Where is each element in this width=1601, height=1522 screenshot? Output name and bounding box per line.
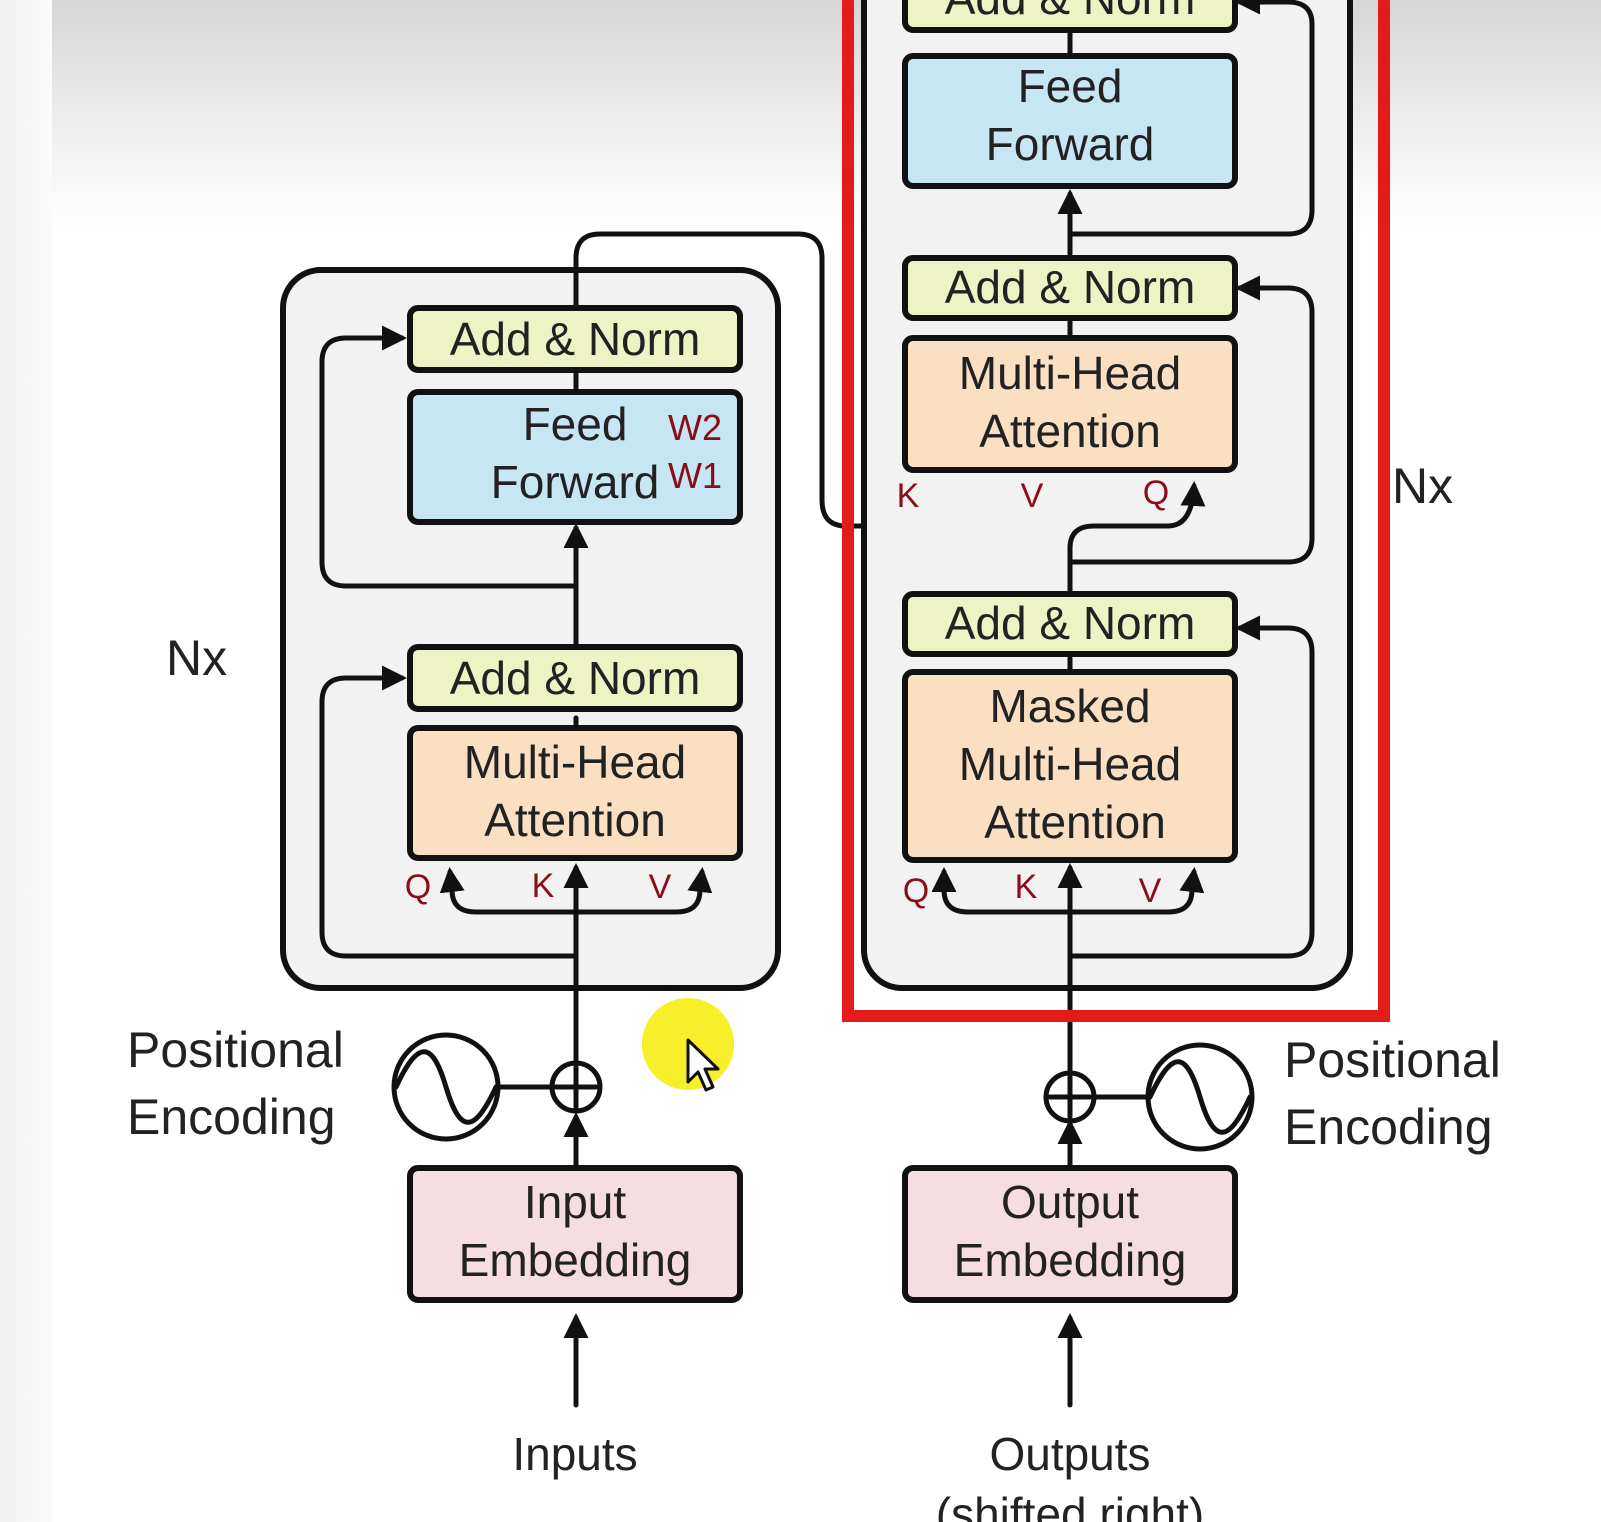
decoder-add-norm-bottom-box — [902, 591, 1238, 657]
decoder-mha-box — [902, 335, 1238, 473]
encoder-mha-label-2: Attention — [484, 794, 666, 846]
decoder-residual-1 — [1067, 615, 1315, 959]
decoder-add-norm-mid-box — [902, 255, 1238, 321]
output-embedding-label-2: Embedding — [954, 1234, 1187, 1286]
decoder-masked-v-branch — [1067, 867, 1205, 915]
decoder-masked-mha-label-2: Multi-Head — [959, 738, 1181, 790]
decoder-v-label: V — [1139, 872, 1162, 910]
mouse-pointer-icon — [686, 1038, 720, 1092]
decoder-k-label: K — [1015, 868, 1038, 906]
encoder-v-branch — [573, 867, 713, 915]
output-embedding-box — [902, 1165, 1238, 1303]
decoder-mha-q-label: Q — [1143, 474, 1169, 512]
decoder-positional-label-1: Positional — [1284, 1032, 1501, 1088]
encoder-feed-forward-label-2: Forward — [491, 456, 660, 508]
outputs-label: Outputs — [989, 1428, 1150, 1480]
decoder-mha-v-label: V — [1021, 477, 1044, 515]
decoder-add-norm-bottom-label: Add & Norm — [945, 597, 1196, 649]
encoder-feed-forward-label-1: Feed — [523, 398, 628, 450]
decoder-add-norm-top-label: Add & Norm — [945, 0, 1196, 24]
decoder-mha-k-label: K — [897, 477, 920, 515]
decoder-masked-mha-label-1: Masked — [989, 680, 1150, 732]
outputs-shifted-label: (shifted right) — [936, 1488, 1204, 1522]
encoder-add-norm-bottom-label: Add & Norm — [450, 652, 701, 704]
decoder-mha-label-2: Attention — [979, 405, 1161, 457]
inputs-label: Inputs — [512, 1428, 637, 1480]
input-embedding-box — [407, 1165, 743, 1303]
encoder-v-label: V — [649, 868, 672, 906]
encoder-residual-1 — [319, 665, 579, 959]
encoder-layer-box — [280, 267, 781, 991]
encoder-nx-label: Nx — [166, 630, 227, 686]
encoder-k-label: K — [532, 867, 555, 905]
decoder-masked-mha-label-3: Attention — [984, 796, 1166, 848]
decoder-add-norm-mid-label: Add & Norm — [945, 261, 1196, 313]
decoder-feed-forward-box — [902, 53, 1238, 189]
decoder-add-norm-top-box — [902, 0, 1238, 33]
decoder-feed-forward-label-1: Feed — [1018, 60, 1123, 112]
encoder-w2-label: W2 — [668, 407, 722, 448]
decoder-residual-2 — [1067, 275, 1315, 565]
encoder-mha-box — [407, 725, 743, 861]
decoder-highlight-frame — [842, 0, 1390, 1022]
encoder-feed-forward-box — [407, 389, 743, 525]
decoder-feed-forward-label-2: Forward — [986, 118, 1155, 170]
decoder-q-label: Q — [903, 872, 929, 910]
encoder-residual-2 — [319, 325, 579, 589]
decoder-mha-label-1: Multi-Head — [959, 347, 1181, 399]
output-embedding-label-1: Output — [1001, 1176, 1139, 1228]
decoder-flow-norm-to-q — [1067, 481, 1206, 595]
decoder-residual-3 — [1067, 0, 1315, 237]
decoder-sine-wave — [1147, 1059, 1253, 1135]
decoder-nx-label: Nx — [1392, 458, 1453, 514]
decoder-masked-q-branch — [931, 867, 1073, 915]
encoder-add-norm-bottom-box — [407, 644, 743, 712]
encoder-q-branch — [439, 867, 579, 915]
encoder-w1-label: W1 — [668, 455, 722, 496]
input-embedding-label-2: Embedding — [459, 1234, 692, 1286]
encoder-q-label: Q — [405, 868, 431, 906]
encoder-positional-label-1: Positional — [127, 1022, 344, 1078]
encoder-add-norm-top-label: Add & Norm — [450, 313, 701, 365]
encoder-add-norm-top-box — [407, 305, 743, 373]
encoder-sine-wave — [393, 1049, 499, 1125]
encoder-mha-label-1: Multi-Head — [464, 736, 686, 788]
encoder-positional-label-2: Encoding — [127, 1089, 336, 1145]
input-embedding-label-1: Input — [524, 1176, 627, 1228]
decoder-positional-label-2: Encoding — [1284, 1099, 1493, 1155]
decoder-masked-mha-box — [902, 669, 1238, 863]
left-edge-shade — [0, 0, 52, 1522]
